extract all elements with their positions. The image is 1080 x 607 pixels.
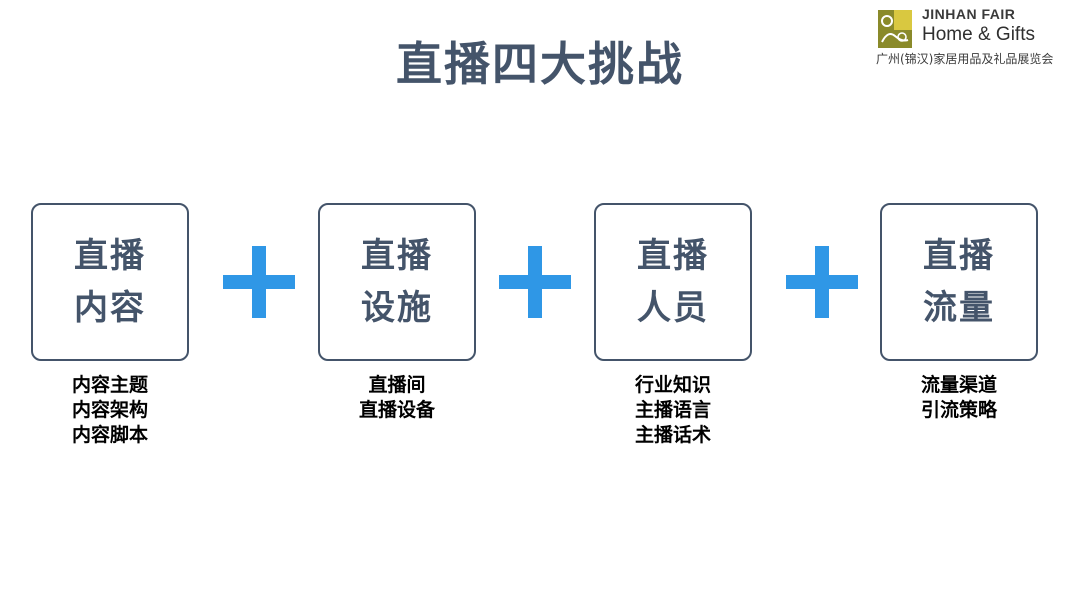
card-details-live-traffic: 流量渠道 引流策略	[880, 373, 1038, 423]
logo-text-jinhan-fair: JINHAN FAIR	[922, 6, 1016, 22]
card-title-line1: 直播	[361, 236, 433, 276]
card-title-line2: 内容	[74, 288, 146, 328]
card-live-facilities: 直播 设施	[318, 203, 476, 361]
card-live-content: 直播 内容	[31, 203, 189, 361]
card-details-live-facilities: 直播间 直播设备	[318, 373, 476, 423]
page-title: 直播四大挑战	[396, 37, 684, 91]
detail-item: 行业知识	[634, 374, 711, 396]
detail-item: 直播间	[368, 374, 426, 396]
card-title-line1: 直播	[637, 236, 709, 276]
plus-icon	[499, 246, 571, 318]
jinhan-fair-logo: JINHAN FAIR Home & Gifts 广州(锦汉)家居用品及礼品展览…	[876, 6, 1076, 72]
card-details-live-staff: 行业知识 主播语言 主播话术	[594, 373, 752, 448]
detail-item: 直播设备	[358, 399, 435, 421]
plus-icon	[786, 246, 858, 318]
detail-item: 内容架构	[71, 399, 148, 421]
detail-item: 内容主题	[71, 374, 148, 396]
logo-text-home-gifts: Home & Gifts	[922, 24, 1035, 45]
logo-text-chinese: 广州(锦汉)家居用品及礼品展览会	[876, 52, 1054, 66]
card-details-live-content: 内容主题 内容架构 内容脚本	[31, 373, 189, 448]
card-title-line1: 直播	[923, 236, 995, 276]
detail-item: 流量渠道	[920, 374, 997, 396]
card-live-staff: 直播 人员	[594, 203, 752, 361]
card-title-line2: 设施	[361, 288, 433, 328]
logo-mark-icon	[878, 10, 912, 48]
card-title-line1: 直播	[74, 236, 146, 276]
detail-item: 主播语言	[634, 399, 711, 421]
detail-item: 引流策略	[920, 399, 997, 421]
plus-icon	[223, 246, 295, 318]
card-title-line2: 人员	[637, 288, 709, 328]
card-title-line2: 流量	[923, 288, 995, 328]
detail-item: 内容脚本	[71, 424, 148, 446]
card-live-traffic: 直播 流量	[880, 203, 1038, 361]
detail-item: 主播话术	[634, 424, 711, 446]
